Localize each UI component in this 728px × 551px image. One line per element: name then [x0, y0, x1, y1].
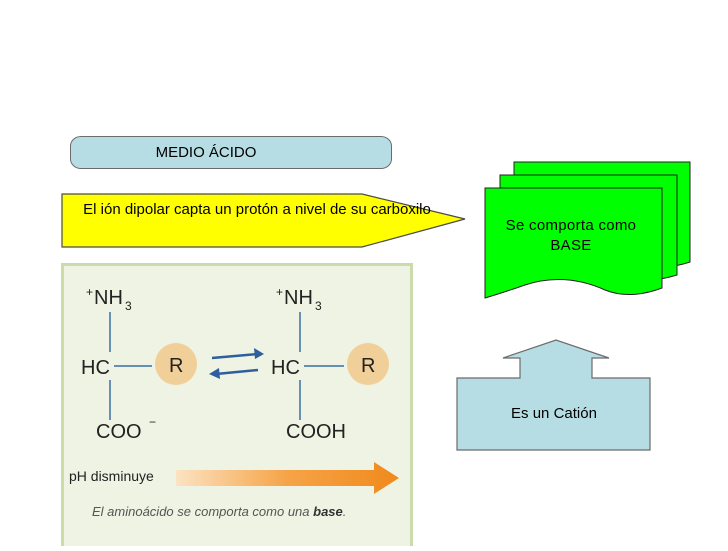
yellow-arrow-callout — [61, 193, 466, 248]
caption-suffix: . — [343, 504, 347, 519]
chemistry-figure-panel: + NH 3 HC R COO − + NH 3 HC R COOH pH di… — [61, 263, 413, 546]
left-nh3-charge: + — [86, 285, 93, 299]
base-multidocument-shape — [484, 161, 691, 299]
left-coo-charge: − — [149, 415, 156, 429]
caption-bold: base — [313, 504, 343, 519]
right-r-circle — [347, 343, 389, 385]
yellow-arrow-text: El ión dipolar capta un protón a nivel d… — [83, 201, 431, 218]
left-r-circle — [155, 343, 197, 385]
right-r-label: R — [361, 355, 375, 377]
left-hc: HC — [81, 357, 110, 379]
right-hc: HC — [271, 357, 300, 379]
chemistry-figure: + NH 3 HC R COO − + NH 3 HC R COOH pH di… — [69, 285, 399, 519]
figure-caption: El aminoácido se comporta como una base. — [92, 504, 346, 519]
medio-acido-label: MEDIO ÁCIDO — [70, 136, 392, 169]
cation-box-text: Es un Catión — [511, 405, 597, 422]
left-r-label: R — [169, 355, 183, 377]
left-coo: COO — [96, 421, 142, 443]
left-nh3-subscript: 3 — [125, 299, 132, 313]
caption-prefix: El aminoácido se comporta como una — [92, 504, 313, 519]
right-nh3-subscript: 3 — [315, 299, 322, 313]
medio-acido-text: MEDIO ÁCIDO — [155, 144, 257, 161]
left-nh3-group: NH — [94, 287, 123, 309]
base-box-text: Se comporta como BASE — [505, 217, 637, 254]
equilibrium-arrows — [209, 348, 264, 379]
right-nh3-charge: + — [276, 285, 283, 299]
ph-label: pH disminuye — [69, 468, 154, 484]
cation-up-arrow-callout — [456, 339, 651, 451]
ph-decrease-arrow — [176, 462, 399, 494]
right-cooh: COOH — [286, 421, 346, 443]
right-nh3-group: NH — [284, 287, 313, 309]
